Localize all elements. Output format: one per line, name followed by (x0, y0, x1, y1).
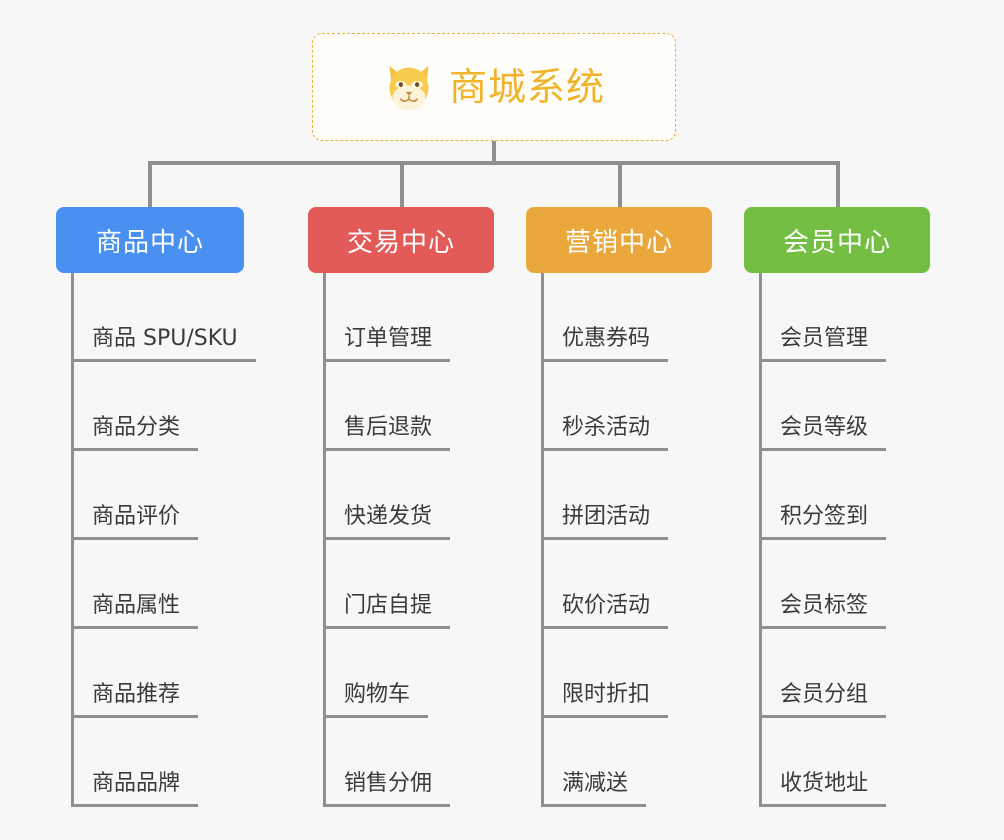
branch-body-member-center: 会员管理 会员等级 积分签到 会员标签 会员分组 收货地址 (759, 273, 930, 807)
root-node[interactable]: 商城系统 (312, 33, 676, 141)
leaf-label: 会员标签 (780, 592, 869, 618)
root-title: 商城系统 (448, 65, 605, 109)
leaf-label: 会员等级 (780, 414, 869, 440)
leaf-label: 会员分组 (780, 681, 869, 707)
list-item[interactable]: 快递发货 (326, 451, 494, 540)
leaf-label: 快递发货 (344, 503, 433, 529)
connector-root-stem (492, 141, 496, 163)
branch-header-label: 交易中心 (346, 227, 455, 258)
branch-header-label: 营销中心 (564, 227, 673, 258)
list-item[interactable]: 商品 SPU/SKU (74, 273, 256, 362)
list-item[interactable]: 优惠券码 (544, 273, 712, 362)
leaf-label: 限时折扣 (562, 681, 651, 707)
list-item[interactable]: 满减送 (544, 718, 712, 807)
leaf-label: 商品分类 (92, 414, 181, 440)
leaf-label: 商品评价 (92, 503, 181, 529)
leaf-label: 销售分佣 (344, 770, 433, 796)
list-item[interactable]: 商品分类 (74, 362, 256, 451)
branch-header-product-center[interactable]: 商品中心 (56, 207, 244, 273)
connector-drop-2 (400, 161, 404, 209)
leaf-label: 售后退款 (344, 414, 433, 440)
list-item[interactable]: 购物车 (326, 629, 494, 718)
list-item[interactable]: 销售分佣 (326, 718, 494, 807)
leaf-label: 拼团活动 (562, 503, 651, 529)
connector-drop-1 (148, 161, 152, 209)
branch-header-member-center[interactable]: 会员中心 (744, 207, 930, 273)
branch-trade-center: 交易中心 订单管理 售后退款 快递发货 门店自提 购物车 销售分佣 (308, 207, 494, 807)
connector-drop-4 (836, 161, 840, 209)
leaf-label: 商品 SPU/SKU (92, 325, 238, 351)
connector-bus (148, 161, 840, 165)
connector-drop-3 (618, 161, 622, 209)
leaf-label: 购物车 (344, 681, 411, 707)
list-item[interactable]: 门店自提 (326, 540, 494, 629)
leaf-label: 门店自提 (344, 592, 433, 618)
leaf-label: 秒杀活动 (562, 414, 651, 440)
branch-header-label: 会员中心 (782, 227, 891, 258)
branch-body-product-center: 商品 SPU/SKU 商品分类 商品评价 商品属性 商品推荐 商品品牌 (71, 273, 256, 807)
shiba-dog-face-icon (383, 61, 435, 113)
leaf-label: 商品属性 (92, 592, 181, 618)
leaf-label: 商品品牌 (92, 770, 181, 796)
list-item[interactable]: 商品品牌 (74, 718, 256, 807)
leaf-label: 积分签到 (780, 503, 869, 529)
branch-header-label: 商品中心 (95, 227, 204, 258)
leaf-label: 优惠券码 (562, 325, 651, 351)
branch-body-trade-center: 订单管理 售后退款 快递发货 门店自提 购物车 销售分佣 (323, 273, 494, 807)
leaf-label: 砍价活动 (562, 592, 651, 618)
list-item[interactable]: 拼团活动 (544, 451, 712, 540)
list-item[interactable]: 订单管理 (326, 273, 494, 362)
leaf-label: 会员管理 (780, 325, 869, 351)
branch-marketing-center: 营销中心 优惠券码 秒杀活动 拼团活动 砍价活动 限时折扣 满减送 (526, 207, 712, 807)
branch-product-center: 商品中心 商品 SPU/SKU 商品分类 商品评价 商品属性 商品推荐 商品品牌 (56, 207, 256, 807)
list-item[interactable]: 商品评价 (74, 451, 256, 540)
list-item[interactable]: 积分签到 (762, 451, 930, 540)
list-item[interactable]: 秒杀活动 (544, 362, 712, 451)
list-item[interactable]: 会员管理 (762, 273, 930, 362)
branch-header-marketing-center[interactable]: 营销中心 (526, 207, 712, 273)
leaf-label: 满减送 (562, 770, 629, 796)
list-item[interactable]: 商品推荐 (74, 629, 256, 718)
list-item[interactable]: 售后退款 (326, 362, 494, 451)
leaf-label: 订单管理 (344, 325, 433, 351)
list-item[interactable]: 会员分组 (762, 629, 930, 718)
list-item[interactable]: 会员等级 (762, 362, 930, 451)
leaf-label: 商品推荐 (92, 681, 181, 707)
list-item[interactable]: 收货地址 (762, 718, 930, 807)
branch-body-marketing-center: 优惠券码 秒杀活动 拼团活动 砍价活动 限时折扣 满减送 (541, 273, 712, 807)
leaf-label: 收货地址 (780, 770, 869, 796)
list-item[interactable]: 砍价活动 (544, 540, 712, 629)
list-item[interactable]: 限时折扣 (544, 629, 712, 718)
list-item[interactable]: 商品属性 (74, 540, 256, 629)
branch-header-trade-center[interactable]: 交易中心 (308, 207, 494, 273)
branch-member-center: 会员中心 会员管理 会员等级 积分签到 会员标签 会员分组 收货地址 (744, 207, 930, 807)
list-item[interactable]: 会员标签 (762, 540, 930, 629)
